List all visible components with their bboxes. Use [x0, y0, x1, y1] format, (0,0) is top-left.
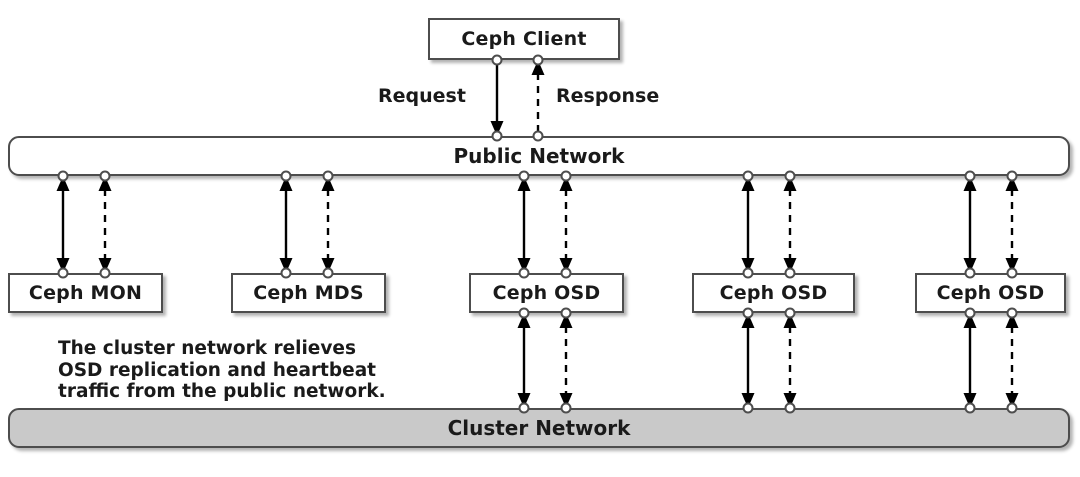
connector-port-public — [99, 170, 111, 182]
network-bar-public: Public Network — [8, 136, 1070, 176]
note-line-3: traffic from the public network. — [58, 381, 386, 403]
node-mds: Ceph MDS — [231, 273, 386, 313]
connector-port-cluster — [518, 402, 530, 414]
connector-port-osd3 — [1006, 307, 1018, 319]
node-label-mds: Ceph MDS — [253, 282, 364, 304]
connection-request — [490, 60, 504, 136]
connector-port-public — [532, 130, 544, 142]
connector-port-public — [1006, 170, 1018, 182]
connector-port-osd3 — [964, 307, 976, 319]
connector-port-osd1 — [560, 307, 572, 319]
connection-osd2-public-a — [741, 176, 755, 273]
connection-osd2-cluster-a — [741, 313, 755, 408]
connector-port-public — [57, 170, 69, 182]
connection-response — [531, 60, 545, 136]
connector-port-mds — [280, 267, 292, 279]
connector-port-public — [280, 170, 292, 182]
connection-osd2-cluster-b — [783, 313, 797, 408]
node-osd2: Ceph OSD — [692, 273, 855, 313]
connector-port-mon — [57, 267, 69, 279]
connector-port-cluster — [964, 402, 976, 414]
note-line-2: OSD replication and heartbeat — [58, 359, 377, 381]
node-osd1: Ceph OSD — [469, 273, 624, 313]
node-label-client: Ceph Client — [461, 28, 587, 50]
connection-osd3-public-a — [963, 176, 977, 273]
connector-port-public — [964, 170, 976, 182]
connector-port-public — [322, 170, 334, 182]
edge-label-request: Request — [378, 85, 466, 107]
node-label-osd3: Ceph OSD — [936, 282, 1045, 304]
node-client: Ceph Client — [428, 18, 620, 60]
node-label-osd2: Ceph OSD — [719, 282, 828, 304]
node-osd3: Ceph OSD — [915, 273, 1066, 313]
connection-osd3-cluster-a — [963, 313, 977, 408]
connection-osd1-public-a — [517, 176, 531, 273]
connector-port-osd2 — [742, 267, 754, 279]
network-bar-cluster: Cluster Network — [8, 408, 1070, 448]
connection-mon-public-b — [98, 176, 112, 273]
note-line-1: The cluster network relieves — [58, 338, 356, 359]
connector-port-public — [491, 130, 503, 142]
connector-port-osd1 — [518, 307, 530, 319]
connection-mds-public-a — [279, 176, 293, 273]
connection-mon-public-a — [56, 176, 70, 273]
network-label-public: Public Network — [453, 144, 625, 168]
connector-port-public — [560, 170, 572, 182]
connector-port-osd2 — [784, 307, 796, 319]
edge-label-response: Response — [556, 85, 660, 107]
node-mon: Ceph MON — [8, 273, 163, 313]
connector-port-osd1 — [518, 267, 530, 279]
connector-port-client — [491, 54, 503, 66]
connector-port-public — [518, 170, 530, 182]
connector-port-osd1 — [560, 267, 572, 279]
connector-port-cluster — [784, 402, 796, 414]
connector-port-osd3 — [1006, 267, 1018, 279]
connection-osd1-cluster-b — [559, 313, 573, 408]
node-label-mon: Ceph MON — [28, 282, 143, 304]
connection-osd1-public-b — [559, 176, 573, 273]
connector-port-osd2 — [784, 267, 796, 279]
connector-port-public — [784, 170, 796, 182]
connection-osd3-cluster-b — [1005, 313, 1019, 408]
connector-port-mds — [322, 267, 334, 279]
connection-osd3-public-b — [1005, 176, 1019, 273]
connector-port-osd2 — [742, 307, 754, 319]
node-label-osd1: Ceph OSD — [492, 282, 601, 304]
connector-port-public — [742, 170, 754, 182]
connection-mds-public-b — [321, 176, 335, 273]
connector-port-cluster — [560, 402, 572, 414]
connector-port-cluster — [1006, 402, 1018, 414]
connection-osd2-public-b — [783, 176, 797, 273]
network-label-cluster: Cluster Network — [447, 416, 631, 440]
connection-osd1-cluster-a — [517, 313, 531, 408]
connector-port-mon — [99, 267, 111, 279]
connector-port-client — [532, 54, 544, 66]
connector-port-osd3 — [964, 267, 976, 279]
connector-port-cluster — [742, 402, 754, 414]
